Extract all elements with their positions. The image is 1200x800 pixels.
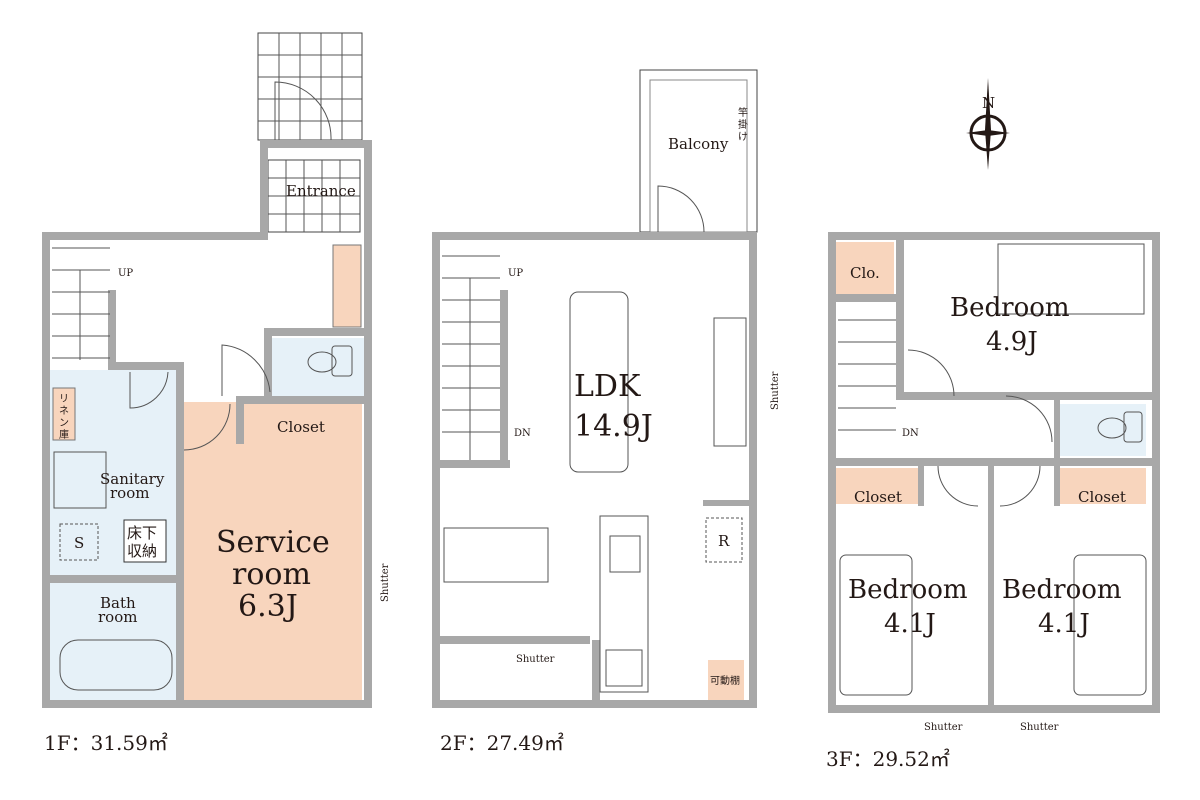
dn-label-3f: DN [902, 428, 919, 439]
porch-tiles [257, 32, 363, 233]
tv-board-icon [713, 317, 747, 447]
bed-icon-right [1073, 554, 1147, 696]
svg-text:竿: 竿 [738, 106, 748, 119]
underfloor-storage [123, 519, 167, 563]
bed-icon-main [997, 243, 1145, 315]
shutter-label-1f: Shutter [380, 563, 391, 602]
service-room-floor [184, 402, 362, 700]
service-room-size: 6.3J [238, 589, 298, 624]
floor-area-2f: 2F：27.49㎡ [440, 731, 564, 755]
shutter-label-2f-bottom: Shutter [516, 654, 555, 665]
shutter-label-3f-right: Shutter [1020, 722, 1059, 733]
closet-3f-left [836, 468, 918, 504]
stairs-2f [442, 255, 500, 460]
toilet-door[interactable] [221, 344, 271, 396]
svg-text:掛: 掛 [738, 118, 748, 131]
up-label-1f: UP [118, 268, 133, 279]
shelf-area [708, 660, 744, 700]
kitchen-counter-icon [599, 515, 649, 693]
walls-1f [42, 140, 372, 708]
dining-table-icon [443, 527, 549, 583]
sofa-icon [569, 291, 629, 473]
bedroom-left-size: 4.1J [884, 609, 936, 639]
svg-text:け: け [738, 131, 748, 143]
svg-text:庫: 庫 [59, 428, 69, 441]
toilet-room-floor [272, 338, 364, 396]
sanitary-label: Sanitary [100, 470, 165, 488]
ldk-size: 14.9J [574, 409, 653, 444]
svg-text:ン: ン [59, 418, 69, 429]
floor-1: UP Entrance Closet リ ネ ン 庫 Sanitary room… [42, 32, 391, 755]
stairs-3f [838, 319, 896, 431]
linen-cupboard [52, 387, 76, 441]
toilet-icon-3f [1097, 411, 1143, 443]
fridge-mark: R [718, 532, 730, 550]
floor-2: UP DN R 可動棚 Balcony 竿 掛 け LDK 14.9J Shut… [432, 69, 781, 755]
linen-cupboard-label: リ ネ ン 庫 [59, 394, 69, 441]
clo-label: Clo. [850, 264, 880, 282]
service-room-label-2: room [232, 557, 311, 592]
shoe-cabinet [332, 244, 362, 328]
svg-text:リ: リ [59, 394, 69, 405]
bed-icon-left [839, 554, 913, 696]
compass-icon: N [966, 78, 1010, 170]
clo-closet [836, 242, 894, 294]
entrance-door[interactable] [274, 81, 332, 141]
floor-area-3f: 3F：29.52㎡ [826, 747, 950, 771]
sanitary-label-2: room [110, 484, 149, 502]
bathtub-icon [59, 639, 173, 691]
dn-label-2f: DN [514, 428, 531, 439]
underfloor-label: 床下 [127, 524, 157, 542]
stairs-1f [52, 247, 110, 360]
doors-3f[interactable] [907, 349, 1053, 507]
ldk-label: LDK [574, 369, 641, 404]
svg-text:N: N [982, 94, 995, 112]
sanitary-door[interactable] [129, 371, 169, 409]
stove-icon [605, 649, 643, 687]
bedroom-left-label: Bedroom [848, 575, 968, 605]
svg-text:ネ: ネ [59, 405, 69, 417]
fridge-space [705, 517, 743, 563]
service-room-door[interactable] [183, 403, 231, 451]
bedroom-main-size: 4.9J [986, 327, 1038, 357]
balcony-label: Balcony [668, 135, 729, 153]
underfloor-label-2: 収納 [127, 542, 157, 560]
walls-2f [432, 232, 757, 708]
closet-label-1f: Closet [277, 418, 325, 436]
closet-3f-right [1060, 468, 1146, 504]
floor-3: N DN Clo. Bedroom [826, 78, 1160, 771]
shelf-label: 可動棚 [710, 674, 740, 687]
balcony-door[interactable] [657, 185, 705, 233]
bedroom-right-size: 4.1J [1038, 609, 1090, 639]
pole-hanger-label: 竿 掛 け [738, 106, 748, 143]
closet-1f [246, 405, 360, 440]
floor-area-1f: 1F：31.59㎡ [44, 731, 168, 755]
floor-drain-mark: S [74, 534, 84, 552]
up-label-2f: UP [508, 268, 523, 279]
bedroom-right-label: Bedroom [1002, 575, 1122, 605]
shutter-label-3f-left: Shutter [924, 722, 963, 733]
bedroom-main-label: Bedroom [950, 293, 1070, 323]
service-room-label: Service [216, 525, 330, 560]
bath-label: Bath [100, 594, 136, 612]
washbasin-icon [53, 451, 107, 509]
closet-label-3f-left: Closet [854, 488, 902, 506]
toilet-icon [307, 345, 353, 377]
balcony [639, 69, 758, 233]
closet-label-3f-right: Closet [1078, 488, 1126, 506]
entrance-label: Entrance [286, 182, 356, 200]
walls-3f [828, 232, 1160, 713]
toilet-3f-floor [1060, 404, 1146, 456]
shutter-label-2f-right: Shutter [770, 371, 781, 410]
bath-label-2: room [98, 608, 137, 626]
